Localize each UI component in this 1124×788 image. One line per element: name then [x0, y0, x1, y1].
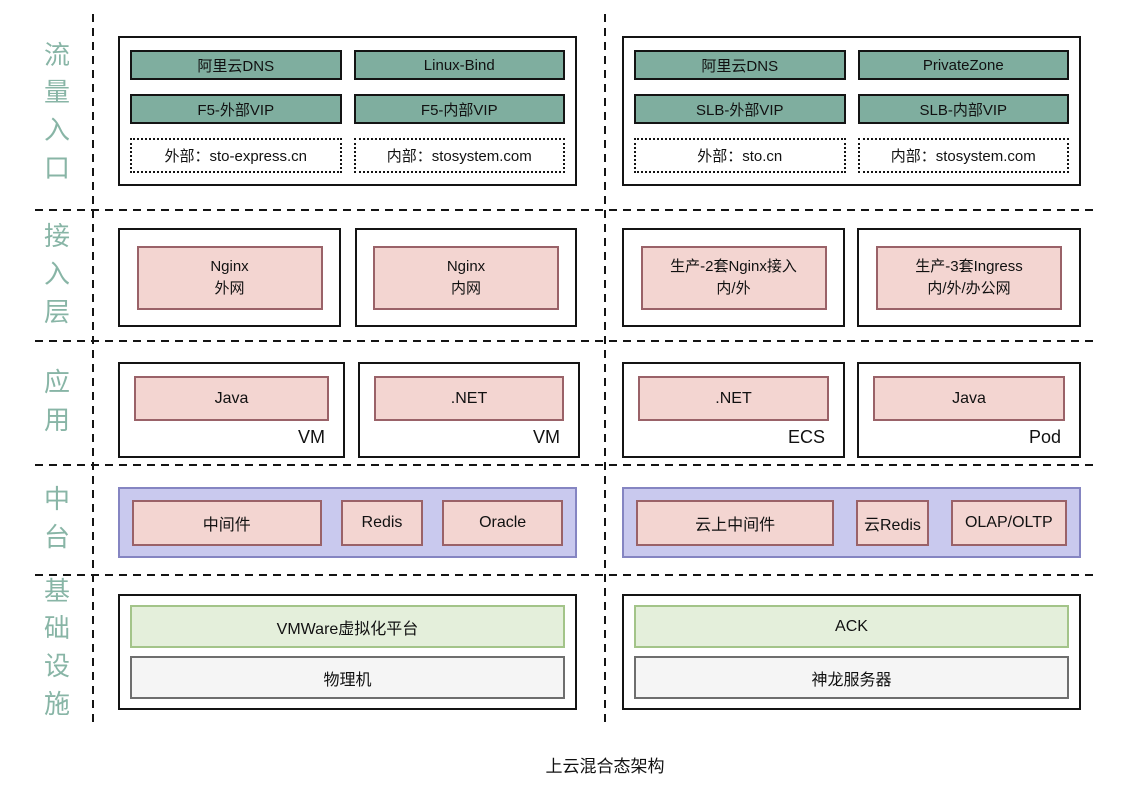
redis-box: Redis	[341, 499, 423, 546]
vip-box-slb-external: SLB-外部VIP	[634, 94, 846, 124]
app-platform-ecs: ECS	[787, 427, 825, 447]
vip-box-f5-internal: F5-内部VIP	[353, 94, 565, 124]
access-panel-nginx-external: Nginx 外网	[118, 228, 341, 327]
prod-nginx-line2: 内/外	[716, 279, 751, 297]
app-panel-java-pod: Java Pod	[857, 362, 1081, 458]
prod-ingress-box: 生产-3套Ingress 内/外/办公网	[876, 245, 1062, 310]
dns-box-linux-bind: Linux-Bind	[353, 50, 565, 80]
row-label-access-text: 接入层	[43, 221, 70, 327]
nginx-internal-box: Nginx 内网	[373, 245, 559, 310]
domain-box-internal-cloud: 内部：stosystem.com	[857, 138, 1069, 173]
dragon-server-bar: 神龙服务器	[634, 656, 1069, 699]
dns-box-aliyun-dns-cloud: 阿里云DNS	[634, 50, 846, 80]
access-panel-prod-ingress: 生产-3套Ingress 内/外/办公网	[857, 228, 1081, 327]
domain-box-internal: 内部：stosystem.com	[353, 138, 565, 173]
app-runtime-dotnet: .NET	[374, 376, 564, 421]
oracle-box: Oracle	[442, 499, 563, 546]
access-panel-nginx-internal: Nginx 内网	[355, 228, 577, 327]
app-runtime-java: Java	[134, 376, 329, 421]
row-label-app-text: 应用	[43, 367, 70, 435]
app-platform-vm-1: VM	[298, 427, 325, 447]
row-label-access: 接入层	[28, 210, 86, 340]
vip-box-slb-internal: SLB-内部VIP	[857, 94, 1069, 124]
infra-panel-onprem: VMWare虚拟化平台 物理机	[118, 594, 577, 710]
traffic-grid-cloud: 阿里云DNS PrivateZone SLB-外部VIP SLB-内部VIP 外…	[624, 38, 1079, 184]
vmware-platform-bar: VMWare虚拟化平台	[130, 605, 565, 648]
prod-nginx-box: 生产-2套Nginx接入 内/外	[640, 245, 827, 310]
infra-panel-cloud: ACK 神龙服务器	[622, 594, 1081, 710]
diagram-title: 上云混合态架构	[545, 757, 665, 776]
cloud-redis-box: 云Redis	[855, 499, 930, 546]
nginx-internal-line2: 内网	[450, 279, 481, 297]
traffic-panel-onprem: 阿里云DNS Linux-Bind F5-外部VIP F5-内部VIP 外部：s…	[118, 36, 577, 186]
divider-access-app	[35, 340, 1097, 342]
row-label-infra-text: 基础设施	[43, 575, 70, 719]
physical-machine-bar: 物理机	[130, 656, 565, 699]
prod-nginx-line1: 生产-2套Nginx接入	[670, 257, 797, 275]
domain-box-external-cloud: 外部：sto.cn	[634, 138, 846, 173]
row-label-infra: 基础设施	[28, 574, 86, 722]
olap-oltp-box: OLAP/OLTP	[950, 499, 1067, 546]
app-panel-java-vm: Java VM	[118, 362, 345, 458]
row-label-middle-text: 中台	[43, 484, 70, 552]
dns-box-privatezone: PrivateZone	[857, 50, 1069, 80]
middleware-container-cloud: 云上中间件 云Redis OLAP/OLTP	[622, 487, 1081, 558]
ack-platform-bar: ACK	[634, 605, 1069, 648]
divider-vertical-labels	[92, 14, 94, 722]
vip-box-f5-external: F5-外部VIP	[130, 94, 342, 124]
row-label-traffic-text: 流量入口	[43, 39, 70, 183]
divider-app-middle	[35, 464, 1097, 466]
app-panel-dotnet-ecs: .NET ECS	[622, 362, 845, 458]
divider-middle-infra	[35, 574, 1097, 576]
nginx-external-line1: Nginx	[210, 257, 249, 275]
middleware-box: 中间件	[132, 499, 322, 546]
row-label-traffic: 流量入口	[28, 14, 86, 210]
row-label-middle: 中台	[28, 464, 86, 574]
app-panel-dotnet-vm: .NET VM	[358, 362, 580, 458]
access-panel-prod-nginx: 生产-2套Nginx接入 内/外	[622, 228, 845, 327]
traffic-panel-cloud: 阿里云DNS PrivateZone SLB-外部VIP SLB-内部VIP 外…	[622, 36, 1081, 186]
prod-ingress-line1: 生产-3套Ingress	[915, 257, 1023, 275]
prod-ingress-line2: 内/外/办公网	[927, 279, 1011, 297]
domain-box-external: 外部：sto-express.cn	[130, 138, 342, 173]
cloud-middleware-box: 云上中间件	[636, 499, 835, 546]
divider-traffic-access	[35, 209, 1097, 211]
app-platform-pod: Pod	[1028, 427, 1061, 447]
traffic-grid-onprem: 阿里云DNS Linux-Bind F5-外部VIP F5-内部VIP 外部：s…	[120, 38, 575, 184]
dns-box-aliyun-dns: 阿里云DNS	[130, 50, 342, 80]
app-runtime-dotnet-cloud: .NET	[638, 376, 829, 421]
nginx-internal-line1: Nginx	[446, 257, 486, 275]
app-runtime-java-cloud: Java	[873, 376, 1065, 421]
middleware-container-onprem: 中间件 Redis Oracle	[118, 487, 577, 558]
nginx-external-box: Nginx 外网	[136, 245, 323, 310]
nginx-external-line2: 外网	[214, 279, 245, 297]
app-platform-vm-2: VM	[533, 427, 560, 447]
divider-vertical-center	[604, 14, 606, 722]
row-label-app: 应用	[28, 340, 86, 464]
